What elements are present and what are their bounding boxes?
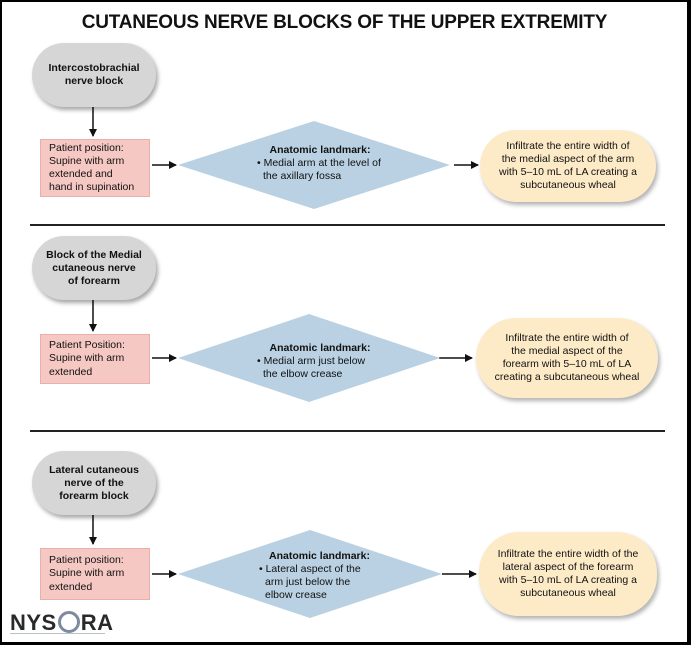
infiltration-result: Infiltrate the entire width of the media… [476,318,658,398]
patient-position-box: Patient position: Supine with arm extend… [40,139,150,197]
landmark-description: • Medial arm just below the elbow crease [257,355,366,380]
block-name-pill: Intercostobrachial nerve block [32,43,156,107]
patient-position-box: Patient position: Supine with arm extend… [40,548,150,600]
section-divider [30,430,665,432]
diagram-title: CUTANEOUS NERVE BLOCKS OF THE UPPER EXTR… [81,12,608,33]
landmark-description: • Medial arm at the level of the axillar… [257,157,381,182]
landmark-heading: Anatomic landmark: [269,144,371,156]
landmark-text: Anatomic landmark: • Medial arm just bel… [255,342,385,381]
patient-position-box: Patient Position: Supine with arm extend… [40,334,150,384]
landmark-diamond [178,530,442,618]
infiltration-result: Infiltrate the entire width of the media… [480,130,656,202]
landmark-diamond [178,121,450,209]
block-name-pill: Block of the Medial cutaneous nerve of f… [32,236,156,300]
landmark-description: • Lateral aspect of the arm just below t… [259,563,361,601]
logo-tagline [10,633,105,637]
landmark-heading: Anatomic landmark: [269,550,370,562]
infiltration-result: Infiltrate the entire width of the later… [479,532,657,616]
landmark-text: Anatomic landmark: • Medial arm at the l… [255,144,385,183]
landmark-heading: Anatomic landmark: [269,342,371,354]
landmark-text: Anatomic landmark: • Lateral aspect of t… [257,550,382,602]
landmark-diamond [178,314,440,402]
section-divider [30,224,665,226]
block-name-pill: Lateral cutaneous nerve of the forearm b… [32,451,156,515]
logo-ring-icon [57,611,80,633]
